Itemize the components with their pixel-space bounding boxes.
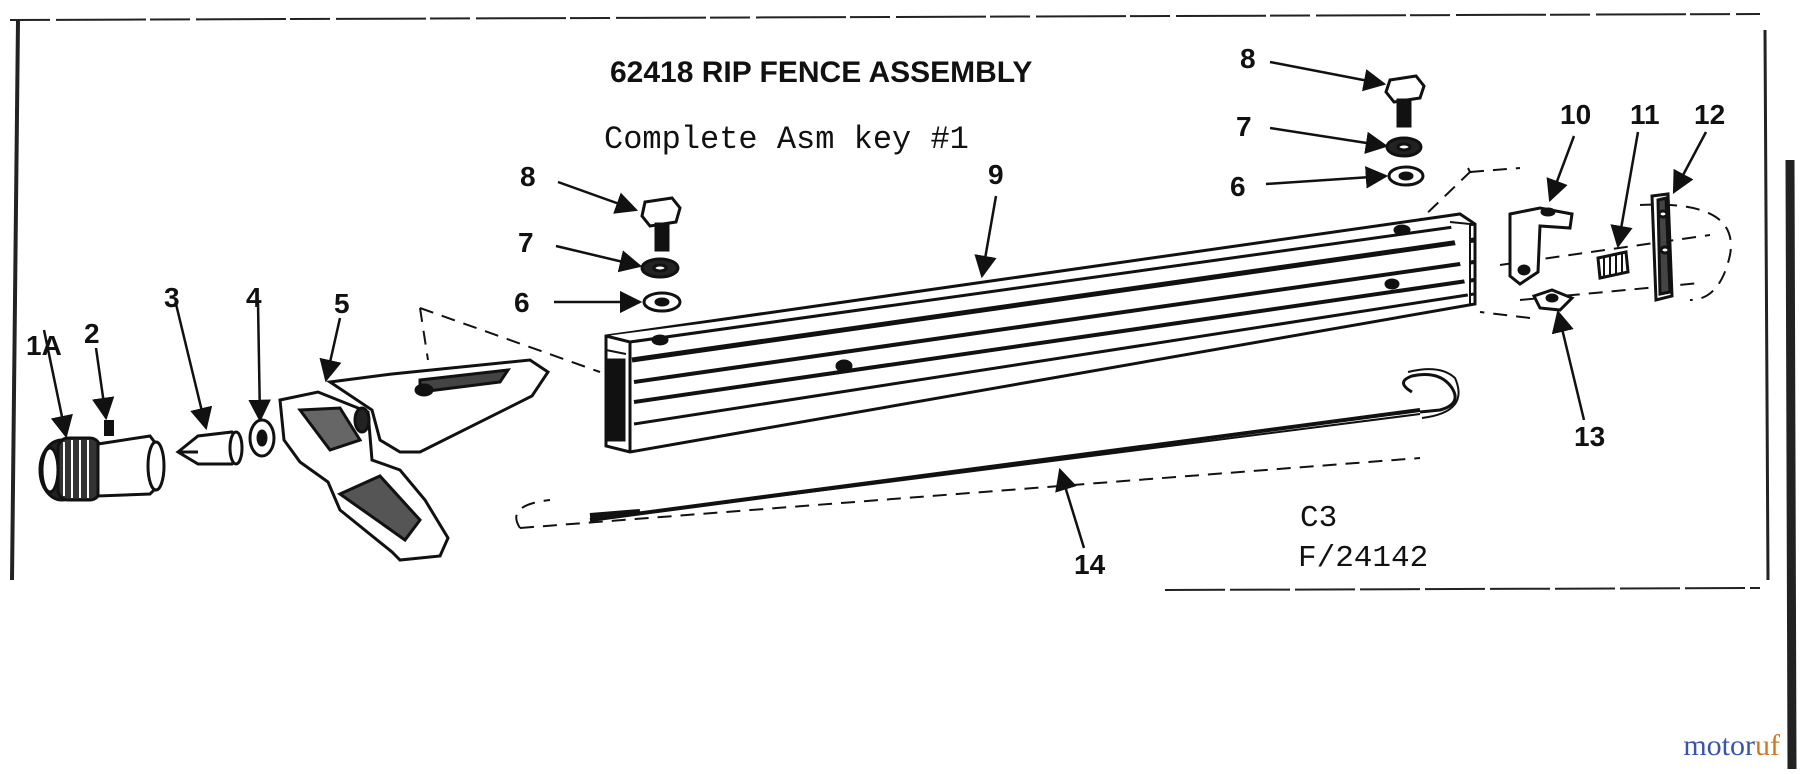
callout-14: 14 [1074, 549, 1106, 580]
callout-13: 13 [1574, 421, 1605, 452]
left-bolt-part-8 [640, 196, 682, 252]
callout-6-left: 6 [514, 287, 530, 318]
leader-arrows [42, 60, 1708, 549]
watermark-uf: uf [1755, 729, 1780, 762]
callout-6-right: 6 [1230, 171, 1246, 202]
rod-part-14 [589, 368, 1460, 522]
callout-1a: 1A [26, 330, 62, 361]
callout-11: 11 [1630, 99, 1660, 130]
callout-12: 12 [1694, 99, 1725, 130]
right-lock-washer-part-7 [1385, 136, 1423, 158]
set-screw-part-2 [104, 420, 114, 436]
diagram-subtitle: Complete Asm key #1 [604, 121, 969, 158]
callout-8-left: 8 [520, 161, 536, 192]
drawing-code-line2: F/24142 [1298, 541, 1428, 576]
diagram-title: 62418 RIP FENCE ASSEMBLY [610, 56, 1032, 89]
frame-border [9, 13, 1797, 770]
right-bolt-part-8 [1384, 74, 1426, 128]
callout-7-left: 7 [518, 227, 534, 258]
callout-4: 4 [246, 282, 262, 313]
left-lock-washer-part-7 [640, 257, 680, 279]
left-flat-washer-part-6 [642, 291, 682, 313]
callout-10: 10 [1560, 99, 1591, 130]
pin-part-3 [175, 430, 244, 466]
fence-rail-part-9 [604, 212, 1477, 454]
callout-7-right: 7 [1236, 111, 1252, 142]
clip-part-13 [1531, 288, 1575, 312]
spring-part-11 [1596, 250, 1630, 280]
right-flat-washer-part-6 [1387, 165, 1425, 187]
knob-part-1a [38, 434, 166, 502]
watermark-logo: motoruf [1683, 729, 1780, 763]
washer-part-4 [248, 418, 276, 458]
callout-5: 5 [334, 288, 350, 319]
plate-part-12 [1650, 192, 1674, 302]
bracket-part-5 [278, 358, 551, 562]
clip-part-10 [1508, 206, 1574, 286]
callout-2: 2 [84, 318, 100, 349]
callout-8-right: 8 [1240, 43, 1256, 74]
drawing-code-line1: C3 [1300, 501, 1337, 536]
watermark-motor: motor [1683, 729, 1755, 762]
callout-9: 9 [988, 159, 1004, 190]
callout-3: 3 [164, 282, 180, 313]
